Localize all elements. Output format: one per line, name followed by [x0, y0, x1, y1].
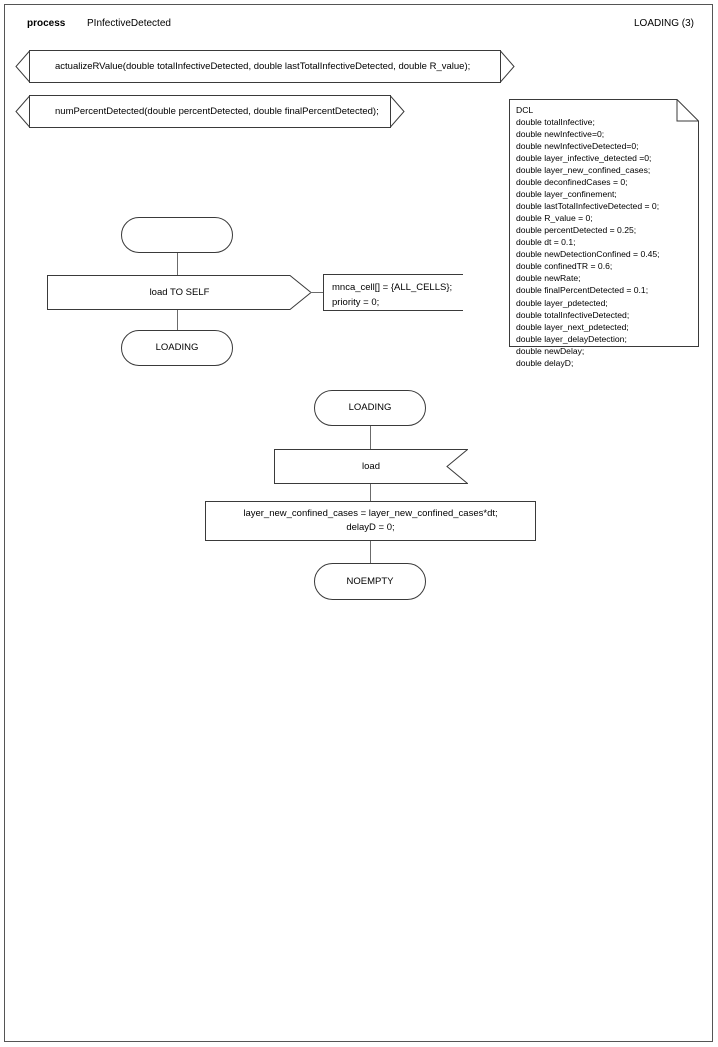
output-signal-load-to-self[interactable]: load TO SELF	[47, 275, 312, 310]
input-signal-shape-icon	[274, 449, 468, 484]
page-index-label: LOADING (3)	[633, 18, 694, 29]
procedure-label: actualizeRValue(double totalInfectiveDet…	[55, 61, 471, 72]
dcl-text: DCL double totalInfective; double newInf…	[516, 105, 660, 368]
procedure-label: numPercentDetected(double percentDetecte…	[55, 106, 379, 117]
procedure-numPercentDetected[interactable]: numPercentDetected(double percentDetecte…	[15, 95, 405, 128]
dcl-note-shape-icon	[509, 99, 699, 347]
connector-output-to-comment	[310, 292, 324, 293]
state-loading[interactable]: LOADING	[314, 390, 426, 426]
state-noempty[interactable]: NOEMPTY	[314, 563, 426, 600]
procedure-body	[29, 95, 391, 128]
start-state-label	[122, 218, 232, 252]
state-label: LOADING	[348, 402, 392, 414]
task-box[interactable]: layer_new_confined_cases = layer_new_con…	[205, 501, 536, 541]
connector-state-to-input	[370, 426, 371, 449]
comment-box-mnca-cell[interactable]: mnca_cell[] = {ALL_CELLS}; priority = 0;	[323, 274, 463, 311]
connector-task-to-state	[370, 541, 371, 563]
diagram-kind-label: process	[27, 18, 66, 29]
procedure-left-point-icon	[15, 95, 30, 128]
start-state[interactable]	[121, 217, 233, 253]
input-signal-load[interactable]: load	[274, 449, 468, 484]
dcl-declaration-note[interactable]: DCL double totalInfective; double newInf…	[509, 99, 699, 368]
state-noempty-label: NOEMPTY	[346, 575, 394, 587]
connector-input-to-task	[370, 484, 371, 501]
next-state-loading[interactable]: LOADING	[121, 330, 233, 366]
next-state-label: LOADING	[155, 342, 199, 354]
task-text: layer_new_confined_cases = layer_new_con…	[243, 508, 498, 533]
output-signal-shape-icon	[47, 275, 312, 310]
page-title: PInfectiveDetected	[87, 18, 171, 29]
procedure-left-point-icon	[15, 50, 30, 83]
connector-output-to-state	[177, 310, 178, 330]
connector-start-to-output	[177, 253, 178, 275]
procedure-body	[29, 50, 501, 83]
procedure-right-point-icon	[390, 95, 405, 128]
comment-text: mnca_cell[] = {ALL_CELLS}; priority = 0;	[332, 282, 453, 308]
procedure-actualizeRValue[interactable]: actualizeRValue(double totalInfectiveDet…	[15, 50, 515, 83]
procedure-right-point-icon	[500, 50, 515, 83]
